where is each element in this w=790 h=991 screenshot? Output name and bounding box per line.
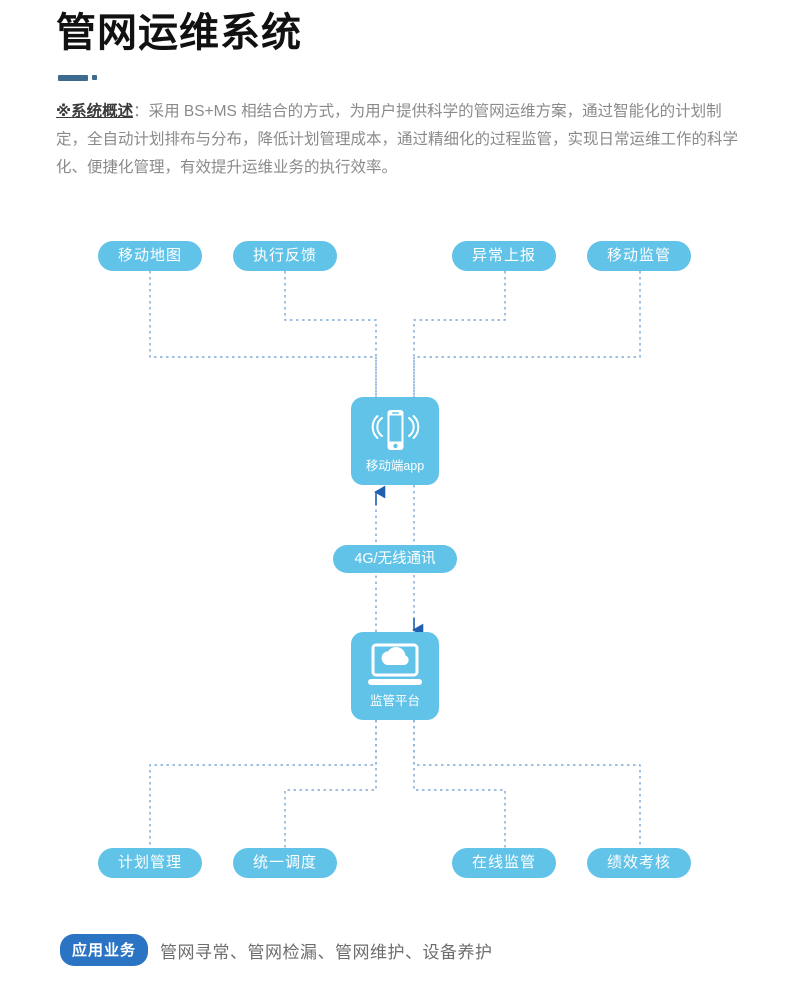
node-plan-management[interactable]: 计划管理 — [98, 848, 202, 878]
node-mobile-map[interactable]: 移动地图 — [98, 241, 202, 271]
system-overview-text: ※系统概述：采用 BS+MS 相结合的方式，为用户提供科学的管网运维方案，通过智… — [56, 98, 746, 182]
application-business-section: 应用业务 管网寻常、管网检漏、管网维护、设备养护 — [60, 934, 493, 966]
smartphone-signal-icon — [365, 405, 425, 457]
node-unified-dispatch[interactable]: 统一调度 — [233, 848, 337, 878]
node-mobile-supervision[interactable]: 移动监管 — [587, 241, 691, 271]
title-divider — [58, 74, 102, 81]
divider-bar — [58, 74, 88, 81]
node-performance-review[interactable]: 绩效考核 — [587, 848, 691, 878]
node-mobile-app[interactable]: 移动端app — [351, 397, 439, 485]
application-business-items: 管网寻常、管网检漏、管网维护、设备养护 — [160, 942, 493, 962]
node-online-supervision[interactable]: 在线监管 — [452, 848, 556, 878]
overview-body: ：采用 BS+MS 相结合的方式，为用户提供科学的管网运维方案，通过智能化的计划… — [56, 103, 739, 176]
application-business-badge: 应用业务 — [60, 934, 149, 966]
laptop-cloud-icon — [365, 640, 425, 692]
node-mobile-app-label: 移动端app — [365, 459, 425, 473]
node-exception-report[interactable]: 异常上报 — [452, 241, 556, 271]
node-execution-feedback[interactable]: 执行反馈 — [233, 241, 337, 271]
node-supervision-platform[interactable]: 监管平台 — [351, 632, 439, 720]
link-label-4g-wireless[interactable]: 4G/无线通讯 — [333, 545, 457, 573]
node-supervision-platform-label: 监管平台 — [369, 694, 420, 708]
overview-label: ※系统概述 — [56, 103, 134, 120]
page-title: 管网运维系统 — [56, 11, 302, 55]
divider-dot — [92, 75, 97, 80]
